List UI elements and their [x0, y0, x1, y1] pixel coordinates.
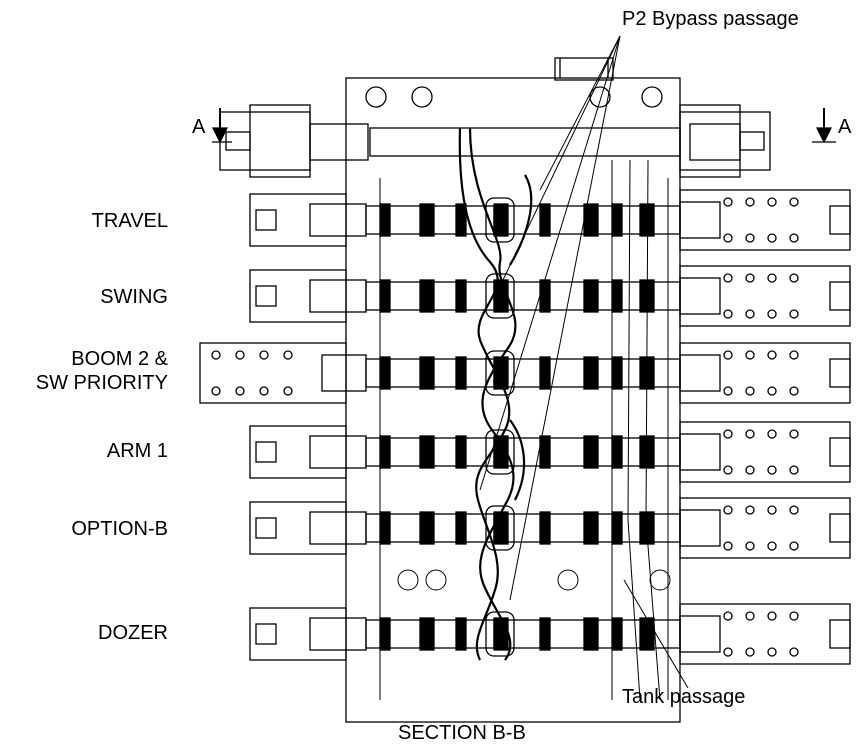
section-title: SECTION B-B: [398, 722, 526, 744]
label-travel: TRAVEL: [91, 210, 168, 232]
spool-row-swing: [249, 265, 851, 327]
bypass-leaders: [479, 35, 621, 601]
section-arrow-left: [211, 108, 232, 144]
label-dozer: DOZER: [98, 622, 168, 644]
label-optionb: OPTION-B: [71, 518, 168, 540]
spool-row-travel: [249, 189, 851, 251]
label-arm1: ARM 1: [106, 440, 168, 462]
top-port-block: [554, 57, 614, 81]
spool-row-optionb: [249, 497, 851, 559]
inlet-row: [219, 86, 771, 178]
spool-row-boom2: [199, 342, 851, 404]
label-boom2: BOOM 2 &: [71, 348, 168, 370]
section-mark-left: A: [192, 116, 206, 138]
tank-leader: [623, 579, 689, 689]
spool-rows: [199, 189, 851, 665]
tank-label: Tank passage: [622, 686, 746, 708]
section-mark-right: A: [838, 116, 852, 138]
label-swing: SWING: [100, 286, 168, 308]
section-arrow-right: [812, 108, 836, 144]
bypass-label: P2 Bypass passage: [622, 8, 799, 30]
spool-row-dozer: [249, 603, 851, 665]
label-sw-priority: SW PRIORITY: [35, 372, 168, 394]
spool-row-arm1: [249, 421, 851, 483]
